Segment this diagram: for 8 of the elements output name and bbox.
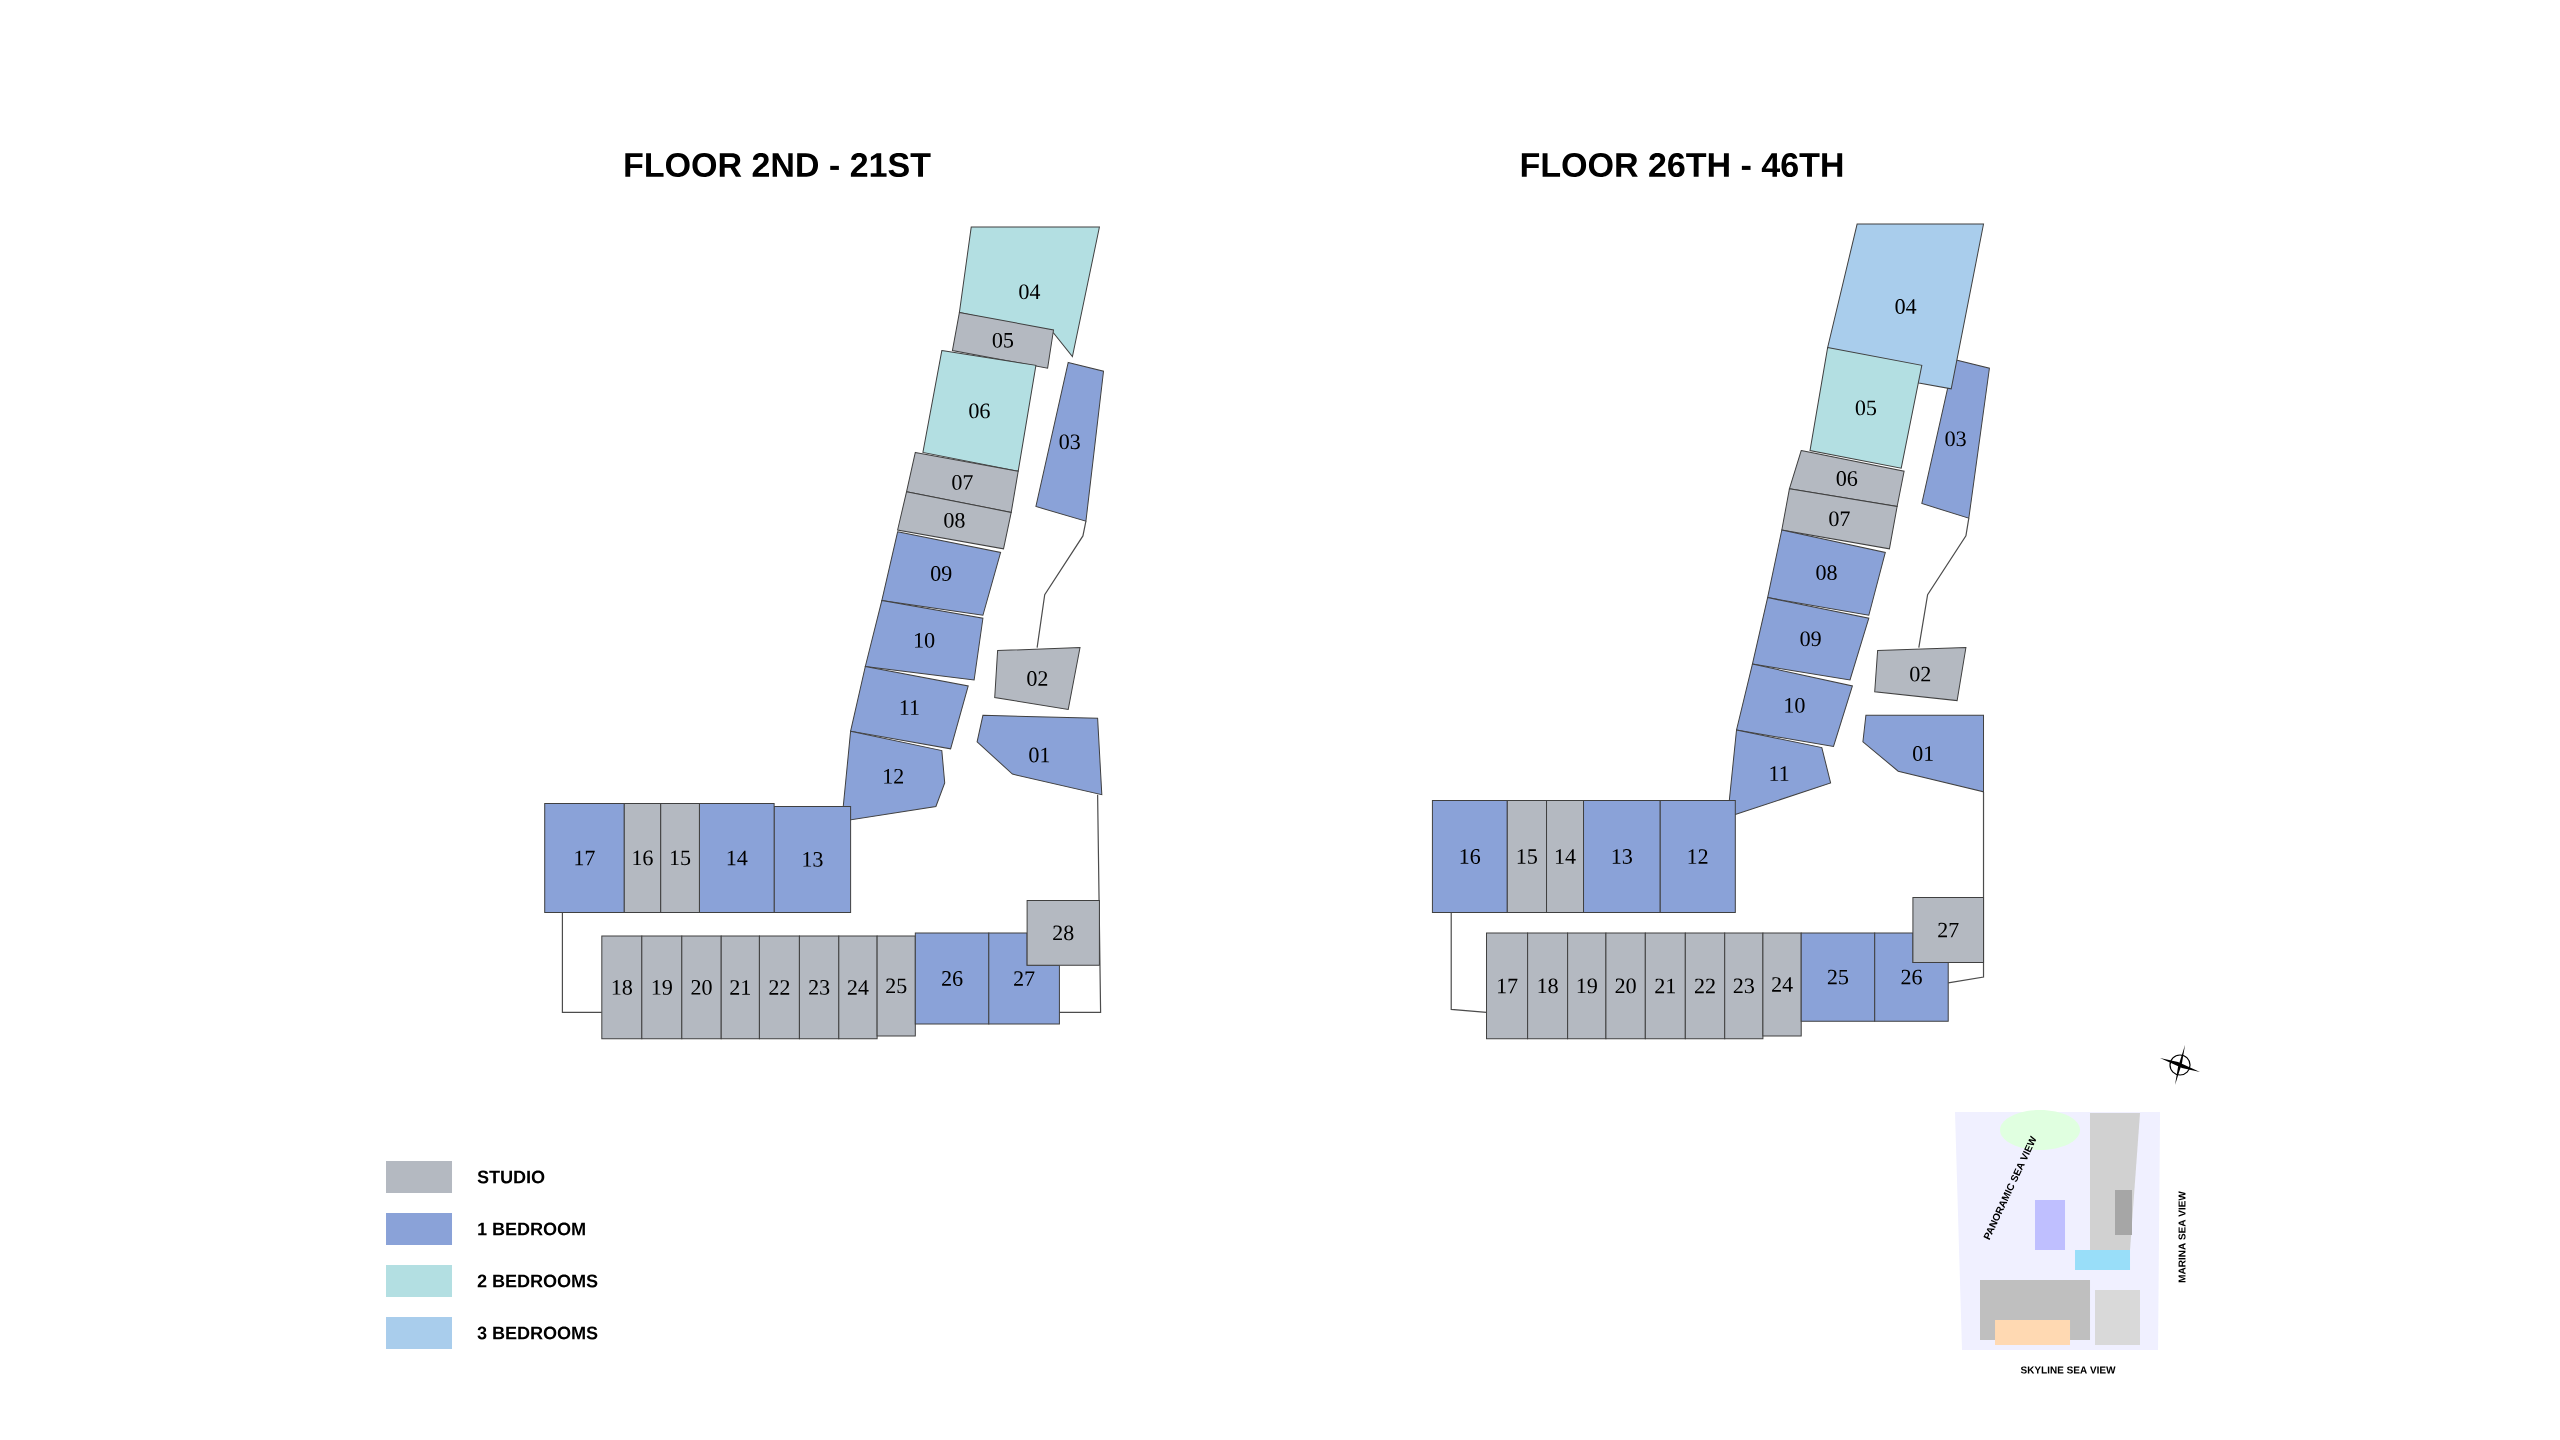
- view-label: MARINA SEA VIEW: [2178, 1191, 2186, 1283]
- view-label: SKYLINE SEA VIEW: [2020, 1366, 2116, 1374]
- legend-label: 1 BEDROOM: [478, 1222, 585, 1236]
- floor-heading: FLOOR 26TH - 46TH: [1521, 152, 1843, 178]
- legend-label: 3 BEDROOMS: [477, 1326, 598, 1340]
- floor-heading: FLOOR 2ND - 21ST: [625, 152, 931, 178]
- legend-label: 2 BEDROOMS: [477, 1274, 598, 1288]
- legend-label: STUDIO: [477, 1170, 545, 1184]
